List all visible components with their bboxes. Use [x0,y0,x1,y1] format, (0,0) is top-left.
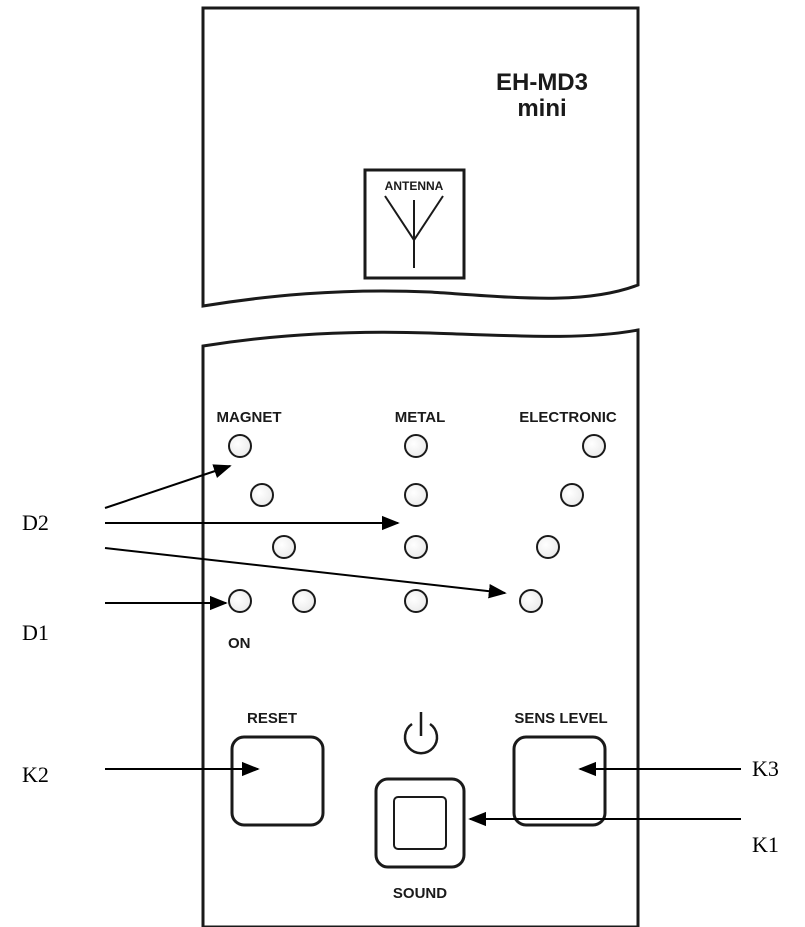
led-electronic-1 [582,434,606,458]
led-metal-2 [404,483,428,507]
sound-label: SOUND [393,885,447,902]
reset-button[interactable] [230,735,325,827]
led-magnet-2 [250,483,274,507]
antenna-label: ANTENNA [385,179,444,193]
led-magnet-3 [272,535,296,559]
sens-level-label: SENS LEVEL [514,710,607,727]
power-icon [403,712,439,755]
label-k1: K1 [752,832,779,857]
label-d2: D2 [22,510,49,535]
arrow-d2-electronic [104,547,507,599]
led-electronic-2 [560,483,584,507]
led-metal-1 [404,434,428,458]
antenna-icon [384,195,444,268]
annotation-arrows [104,464,741,827]
sound-button-inner [393,796,447,850]
reset-label: RESET [247,710,297,727]
led-on-d1 [228,589,252,613]
label-k2: K2 [22,762,49,787]
on-label: ON [228,635,251,652]
sound-button[interactable] [374,777,466,869]
led-metal-3 [404,535,428,559]
led-electronic-3 [536,535,560,559]
led-metal-4 [404,589,428,613]
model-name: EH-MD3 [496,69,588,96]
magnet-label: MAGNET [217,409,282,426]
label-k3: K3 [752,756,779,781]
led-electronic-4 [519,589,543,613]
led-magnet-4 [292,589,316,613]
metal-label: METAL [395,409,446,426]
sens-level-button[interactable] [512,735,607,827]
model-subname: mini [517,95,566,122]
label-d1: D1 [22,620,49,645]
electronic-label: ELECTRONIC [519,409,617,426]
led-magnet-1 [228,434,252,458]
arrow-d2-magnet [104,464,232,509]
led-group [228,434,606,613]
upper-panel [201,6,640,308]
